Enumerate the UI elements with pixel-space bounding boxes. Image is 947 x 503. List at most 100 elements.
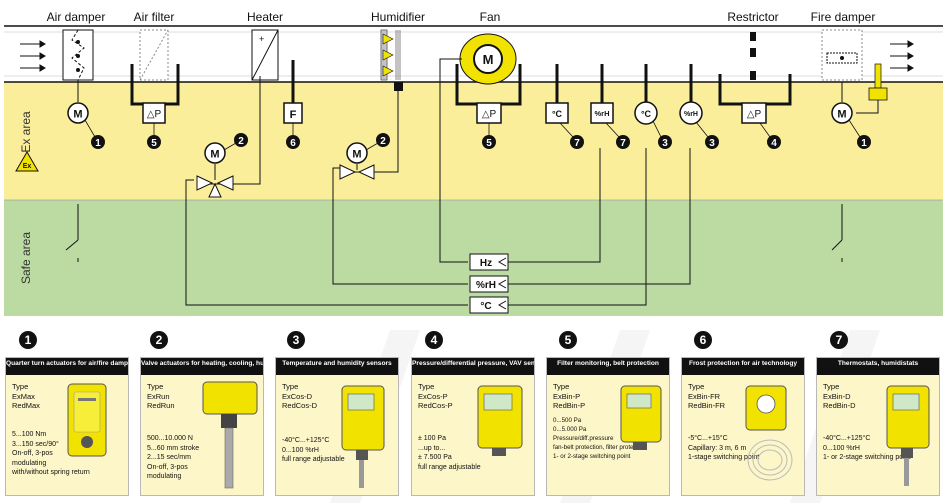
- svg-text:M: M: [483, 52, 494, 67]
- badge-3-humidity: 3: [705, 135, 719, 149]
- thermostat-image: [886, 385, 930, 486]
- card-7-number: 7: [830, 331, 848, 349]
- svg-text:△P: △P: [147, 109, 162, 120]
- badge-5-fan: 5: [482, 135, 496, 149]
- fire-damper-unit: [821, 29, 888, 114]
- card-filter-monitoring: Filter monitoring, belt protection Type …: [546, 357, 670, 496]
- card-title: Pressure/differential pressure, VAV sens…: [412, 360, 534, 367]
- svg-text:%rH: %rH: [684, 111, 698, 118]
- card-3-number: 3: [287, 331, 305, 349]
- airflow-in-arrows-icon: [20, 40, 46, 72]
- svg-text:M: M: [352, 149, 361, 161]
- svg-text:%rH: %rH: [476, 280, 496, 291]
- card-types: Type ExCos-D RedCos-D: [282, 382, 318, 410]
- air-damper-title: Air damper: [47, 10, 106, 24]
- card-title: Frost protection for air technology: [688, 360, 798, 367]
- svg-text:2: 2: [380, 136, 386, 147]
- fan-title: Fan: [480, 10, 501, 24]
- card-header: Thermostats, humidistats: [817, 358, 939, 375]
- card-valve-actuators: Valve actuators for heating, cooling, hu…: [140, 357, 264, 496]
- motor-humidifier-valve-icon: M: [339, 142, 375, 180]
- svg-text:M: M: [837, 109, 846, 121]
- badge-6-frost: 6: [286, 135, 300, 149]
- svg-text:6: 6: [290, 138, 296, 149]
- card-6-number: 6: [694, 331, 712, 349]
- card-4-number: 4: [425, 331, 443, 349]
- card-5-number: 5: [559, 331, 577, 349]
- svg-text:4: 4: [771, 138, 777, 149]
- svg-text:°C: °C: [552, 109, 563, 119]
- thermostat-sensor: °C: [545, 102, 569, 124]
- fan-unit: M: [459, 33, 517, 85]
- svg-text:5: 5: [486, 138, 492, 149]
- humidistat-sensor: %rH: [590, 102, 614, 124]
- card-header: Temperature and humidity sensors: [276, 358, 398, 375]
- card-frost-protection: Frost protection for air technology Type…: [681, 357, 805, 496]
- card-header: Quarter turn actuators for air/fire damp…: [6, 358, 128, 375]
- temperature-humidity-sensor-image: [341, 385, 385, 488]
- svg-text:5: 5: [151, 138, 157, 149]
- humidifier-unit: [380, 29, 403, 91]
- motor-heater-valve-icon: M: [196, 142, 234, 198]
- svg-text:1: 1: [95, 138, 101, 149]
- restrictor-unit: [750, 32, 756, 80]
- badge-3-temp: 3: [658, 135, 672, 149]
- motor-air-damper-icon: M: [67, 102, 89, 124]
- card-header: Filter monitoring, belt protection: [547, 358, 669, 375]
- card-types: Type ExMax RedMax: [12, 382, 40, 410]
- heater-unit: +: [251, 29, 279, 81]
- badge-leaders: [84, 119, 861, 151]
- temperature-signal-box: °C: [469, 296, 509, 314]
- badge-1-fire-damper: 1: [857, 135, 871, 149]
- svg-text:+: +: [259, 34, 264, 44]
- motor-fire-damper-icon: M: [831, 102, 853, 124]
- svg-text:%rH: %rH: [594, 109, 609, 118]
- card-types: Type ExBin-FR RedBin-FR: [688, 382, 726, 410]
- valve-actuator-image: [202, 381, 258, 489]
- card-header: Frost protection for air technology: [682, 358, 804, 375]
- badge-1-air-damper: 1: [91, 135, 105, 149]
- airflow-out-arrows-icon: [890, 40, 914, 72]
- fire-damper-title: Fire damper: [811, 10, 876, 24]
- card-title: Thermostats, humidistats: [837, 360, 919, 367]
- card-temperature-humidity-sensors: Temperature and humidity sensors Type Ex…: [275, 357, 399, 496]
- svg-text:△P: △P: [747, 109, 762, 120]
- card-types: Type ExRun RedRun: [147, 382, 175, 410]
- restrictor-title: Restrictor: [727, 10, 778, 24]
- card-quarter-turn-actuators: Quarter turn actuators for air/fire damp…: [5, 357, 129, 496]
- svg-text:3: 3: [709, 138, 715, 149]
- svg-text:M: M: [73, 109, 82, 121]
- card-title: Valve actuators for heating, cooling, hu…: [141, 360, 263, 367]
- air-damper-unit: [62, 29, 94, 102]
- frost-thermostat-image: [745, 385, 793, 481]
- svg-text:2: 2: [238, 136, 244, 147]
- svg-text:°C: °C: [641, 109, 652, 119]
- card-title: Temperature and humidity sensors: [282, 360, 392, 367]
- svg-text:7: 7: [620, 138, 626, 149]
- hz-signal-box: Hz: [469, 253, 509, 271]
- temperature-sensor-round: °C: [634, 101, 658, 125]
- svg-text:7: 7: [574, 138, 580, 149]
- badge-5-filter: 5: [147, 135, 161, 149]
- pressure-sensor-image: [477, 385, 523, 456]
- svg-text:1: 1: [861, 138, 867, 149]
- card-thermostats-humidistats: Thermostats, humidistats Type ExBin-D Re…: [816, 357, 940, 496]
- card-types: Type ExCos-P RedCos-P: [418, 382, 453, 410]
- signal-wiring: [65, 58, 843, 306]
- svg-text:Ex: Ex: [23, 163, 32, 170]
- ex-area-label: Ex area: [19, 111, 33, 153]
- badge-7-thermostat: 7: [570, 135, 584, 149]
- badge-4-restrictor: 4: [767, 135, 781, 149]
- svg-text:△P: △P: [482, 109, 497, 120]
- card-title: Quarter turn actuators for air/fire damp…: [6, 360, 128, 367]
- badge-2-humidifier-valve: 2: [376, 133, 390, 147]
- humidifier-title: Humidifier: [371, 10, 425, 24]
- card-title: Filter monitoring, belt protection: [557, 360, 659, 367]
